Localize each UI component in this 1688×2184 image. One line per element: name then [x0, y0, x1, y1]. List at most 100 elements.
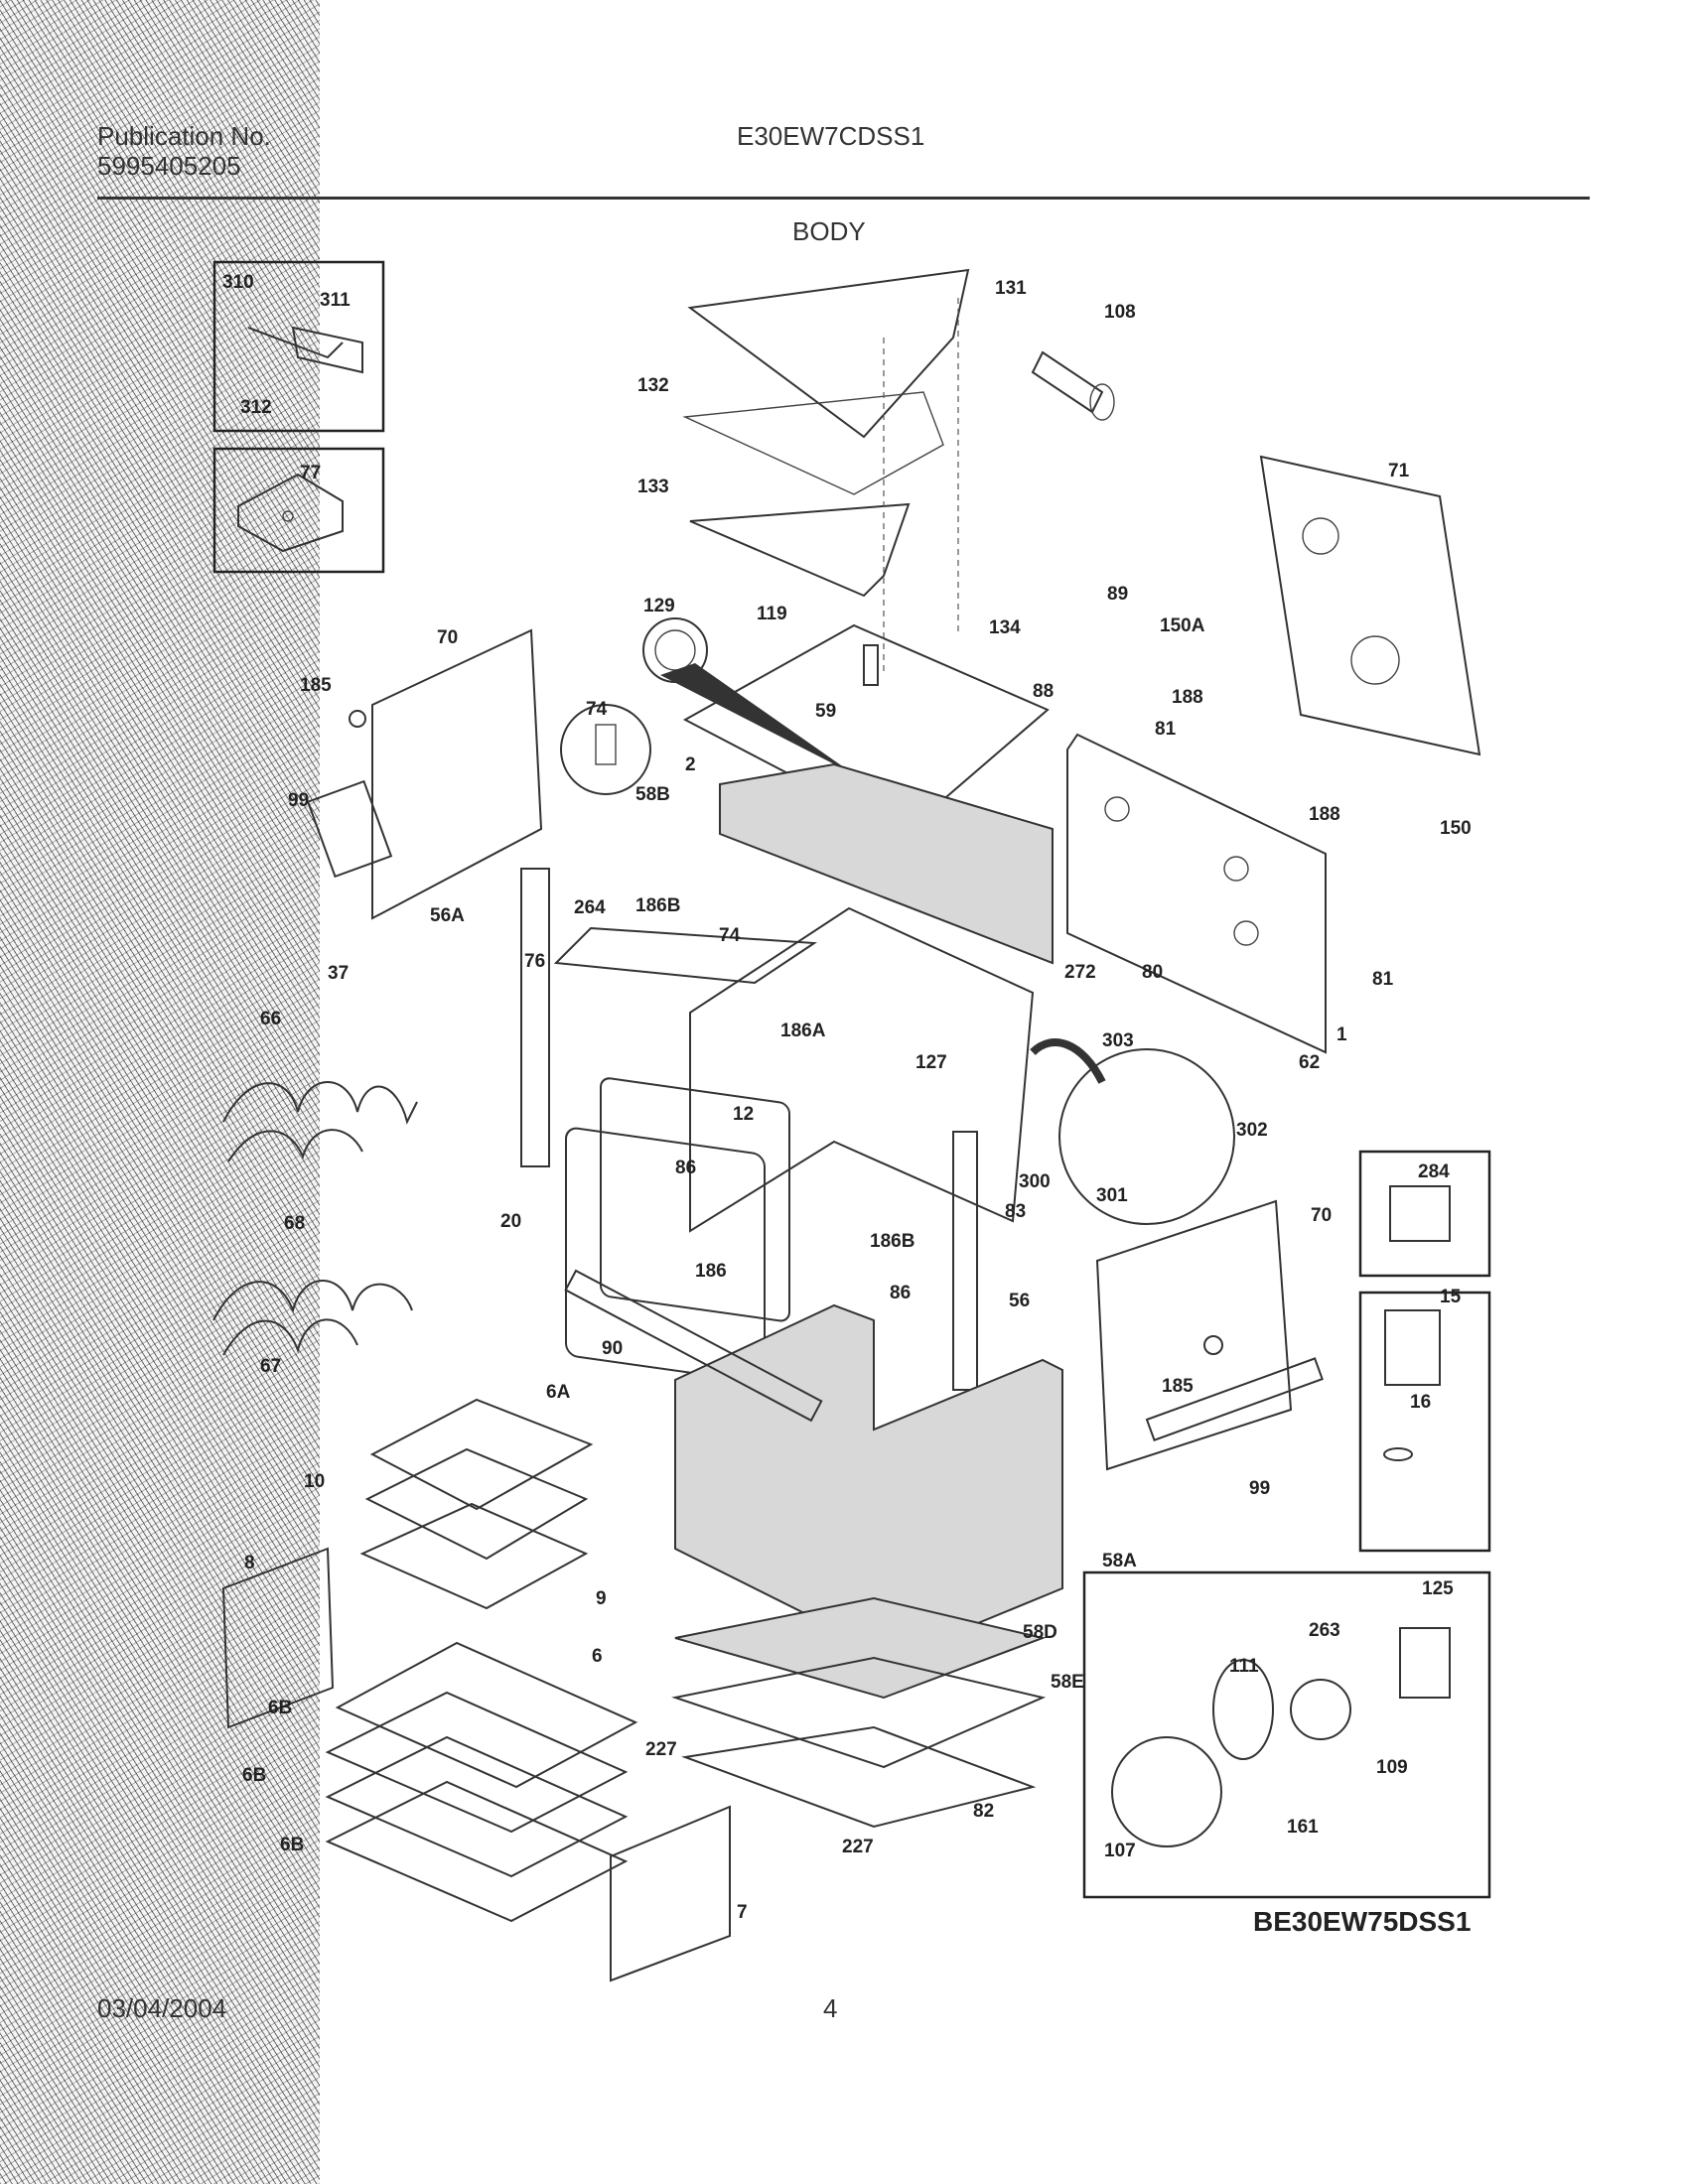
part-shape-10 — [364, 1447, 589, 1561]
part-label: 186A — [780, 1021, 826, 1041]
inset-box-284 — [1358, 1150, 1491, 1278]
part-label: 89 — [1107, 584, 1128, 605]
model-number: E30EW7CDSS1 — [737, 121, 925, 151]
part-label: 70 — [1311, 1205, 1332, 1226]
part-shape-58A — [674, 1303, 1063, 1660]
part-shape-99-left — [306, 779, 393, 879]
part-shape-161 — [1212, 1659, 1274, 1760]
inset-box-77 — [212, 447, 385, 574]
part-shape-108 — [1031, 350, 1104, 414]
part-label: 76 — [524, 951, 545, 972]
part-shape-56 — [952, 1131, 978, 1391]
part-label: 310 — [222, 272, 254, 293]
part-shape-6 — [335, 1641, 638, 1789]
part-shape-185-left — [349, 710, 366, 728]
part-shape-264 — [553, 926, 818, 985]
part-label: 302 — [1236, 1120, 1268, 1141]
part-label: 185 — [300, 675, 332, 696]
part-label: 186B — [635, 895, 680, 916]
part-label: 12 — [733, 1104, 754, 1125]
part-shape-6A — [369, 1398, 594, 1511]
part-shape-311 — [291, 326, 363, 374]
part-label: 127 — [915, 1052, 947, 1073]
part-label: 272 — [1064, 962, 1096, 983]
part-label: 6 — [592, 1646, 603, 1667]
part-label: 185 — [1162, 1376, 1194, 1397]
part-label: 133 — [637, 477, 669, 497]
publication-label: Publication No. — [97, 121, 271, 151]
part-shape-20 — [565, 1127, 766, 1383]
part-shape-56A — [520, 868, 550, 1167]
part-label: 108 — [1104, 302, 1136, 323]
part-label: 10 — [304, 1471, 325, 1492]
publication-date: 03/04/2004 — [97, 1993, 227, 2023]
part-label: 56A — [430, 905, 465, 926]
part-shape-107 — [1111, 1736, 1222, 1847]
part-label: 83 — [1005, 1201, 1026, 1222]
part-shape-7 — [610, 1805, 731, 1982]
page-number: 4 — [823, 1993, 838, 2023]
part-label: 186 — [695, 1261, 727, 1282]
part-shape-58B — [719, 762, 1054, 965]
part-label: 71 — [1388, 461, 1410, 481]
part-label: 227 — [645, 1739, 677, 1760]
part-shape-125 — [1399, 1627, 1451, 1699]
part-label: 56 — [1009, 1291, 1030, 1311]
part-label: 6B — [280, 1835, 304, 1855]
part-label: 129 — [643, 596, 675, 616]
part-label: 16 — [1410, 1392, 1431, 1413]
part-label: 88 — [1033, 681, 1054, 702]
part-label: 6B — [242, 1765, 266, 1786]
part-label: 186B — [870, 1231, 914, 1252]
part-label: 6A — [546, 1382, 571, 1403]
part-label: 188 — [1172, 687, 1203, 708]
part-label: 111 — [1229, 1656, 1259, 1677]
part-shape-58E — [671, 1656, 1047, 1769]
part-label: 161 — [1287, 1817, 1319, 1838]
reference-model-number: BE30EW75DSS1 — [1253, 1906, 1472, 1937]
part-label: 300 — [1019, 1171, 1051, 1192]
publication-number: 5995405205 — [97, 151, 241, 181]
part-shape-58D — [674, 1596, 1047, 1700]
part-label: 131 — [995, 278, 1027, 299]
part-label: 58E — [1051, 1672, 1084, 1693]
part-label: 81 — [1372, 969, 1394, 990]
part-label: 188 — [1309, 804, 1340, 825]
part-shape-131 — [687, 268, 970, 439]
part-label: 67 — [260, 1356, 281, 1377]
part-label: 132 — [637, 375, 669, 396]
part-label: 62 — [1299, 1052, 1320, 1073]
part-label: 37 — [328, 963, 349, 984]
section-title: BODY — [792, 216, 866, 246]
part-shape-109 — [1290, 1679, 1351, 1740]
part-label: 80 — [1142, 962, 1163, 983]
part-shape-16 — [1383, 1447, 1413, 1461]
part-label: 284 — [1418, 1161, 1450, 1182]
part-label: 74 — [586, 699, 608, 720]
part-shape-133 — [689, 502, 911, 598]
part-label: 74 — [719, 925, 741, 946]
part-shape-312 — [247, 327, 344, 359]
part-label: 109 — [1376, 1757, 1408, 1778]
part-label: 20 — [500, 1211, 521, 1232]
inset-box-310 — [212, 260, 385, 433]
part-label: 58B — [635, 784, 670, 805]
part-shape-303-callout — [1058, 1048, 1235, 1225]
part-shape-132 — [682, 391, 944, 495]
part-shape-284 — [1389, 1185, 1451, 1242]
part-shape-67 — [212, 1280, 413, 1321]
part-label: 119 — [757, 604, 787, 624]
part-label: 77 — [300, 463, 321, 483]
part-label: 99 — [288, 790, 309, 811]
part-label: 150 — [1440, 818, 1472, 839]
header-rule — [97, 197, 1590, 200]
inset-box-15 — [1358, 1291, 1491, 1553]
part-label: 2 — [685, 754, 696, 775]
part-label: 125 — [1422, 1578, 1454, 1599]
part-label: 301 — [1096, 1185, 1128, 1206]
part-label: 311 — [320, 290, 351, 311]
part-shape-82 — [681, 1725, 1037, 1829]
part-shape-90 — [564, 1269, 823, 1423]
part-label: 58D — [1023, 1622, 1057, 1643]
part-label: 66 — [260, 1009, 281, 1029]
